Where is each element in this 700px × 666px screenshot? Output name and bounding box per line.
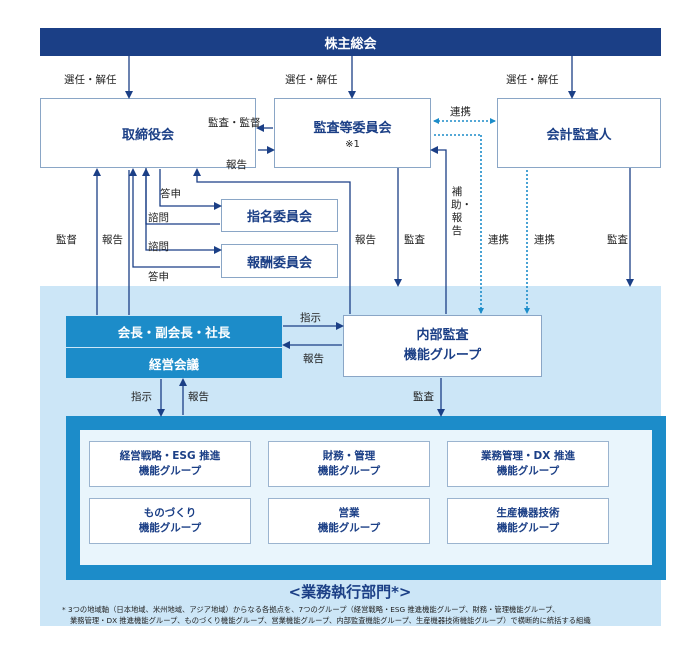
unit-manufacturing: ものづくり 機能グループ [89, 498, 251, 544]
label-cooperation-1: 連携 [488, 234, 509, 246]
label-audit-supervise: 監査・監督 [208, 117, 261, 129]
unit-line1: 業務管理・DX 推進 [481, 450, 575, 462]
label-instruct-down: 指示 [131, 391, 152, 403]
arrow-consult-1 [159, 169, 222, 210]
unit-line2: 機能グループ [317, 465, 381, 477]
unit-line2: 機能グループ [496, 465, 560, 477]
footnote-line1: * 3つの地域軸（日本地域、米州地域、アジア地域）からなる各拠点を、7つのグルー… [62, 605, 560, 614]
label-audit-right: 監査 [607, 234, 628, 246]
nomination-committee-box: 指名委員会 [221, 199, 338, 232]
unit-sales: 営業 機能グループ [268, 498, 430, 544]
unit-finance-admin: 財務・管理 機能グループ [268, 441, 430, 487]
internal-audit-line2: 機能グループ [403, 348, 482, 363]
label-report-board: 報告 [226, 159, 247, 171]
arrow-answer-2 [129, 168, 220, 268]
arrow-report-mid [193, 168, 351, 314]
unit-production-equipment: 生産機器技術 機能グループ [447, 498, 609, 544]
label-assist-report: 補助・報告 [451, 186, 472, 237]
nomination-committee-label: 指名委員会 [246, 210, 312, 225]
compensation-committee-label: 報酬委員会 [246, 255, 312, 271]
shareholders-meeting-bar: 株主総会 [40, 28, 661, 56]
management-meeting-box: 経営会議 [66, 348, 282, 378]
label-consult-2: 諮問 [148, 241, 169, 253]
label-elect-auditor: 選任・解任 [506, 74, 559, 86]
unit-line2: 機能グループ [138, 522, 202, 534]
label-consult-1: 諮問 [148, 212, 169, 224]
arrow-assist-report [430, 146, 447, 314]
label-report-up: 報告 [188, 391, 209, 403]
board-label: 取締役会 [121, 127, 174, 143]
unit-line2: 機能グループ [496, 522, 560, 534]
label-audit-down: 監査 [413, 391, 434, 403]
label-answer-2: 答申 [148, 271, 169, 283]
label-elect-board: 選任・解任 [64, 74, 117, 86]
accounting-auditor-box: 会計監査人 [497, 98, 661, 168]
business-execution-title: <業務執行部門*> [288, 583, 412, 601]
label-supervise: 監督 [56, 234, 77, 246]
unit-line2: 機能グループ [317, 522, 381, 534]
label-report-inner: 報告 [303, 353, 324, 365]
internal-audit-line1: 内部監査 [416, 328, 469, 343]
label-instruct-right: 指示 [300, 312, 321, 324]
audit-committee-note: ※1 [345, 138, 360, 150]
label-cooperation-2: 連携 [534, 234, 555, 246]
unit-line1: 財務・管理 [322, 450, 376, 462]
arrow-consult-2 [145, 168, 222, 254]
footnote-line2: 業務管理・DX 推進機能グループ、ものづくり機能グループ、営業機能グループ、内部… [70, 616, 591, 625]
unit-operations-dx: 業務管理・DX 推進 機能グループ [447, 441, 609, 487]
internal-audit-group-box: 内部監査 機能グループ [343, 315, 542, 377]
compensation-committee-box: 報酬委員会 [221, 244, 338, 278]
board-of-directors-box: 取締役会 [40, 98, 256, 168]
unit-line1: ものづくり [143, 507, 197, 519]
label-report-mid: 報告 [355, 234, 376, 246]
unit-line1: 生産機器技術 [496, 507, 560, 519]
unit-line1: 営業 [338, 507, 360, 519]
unit-line1: 経営戦略・ESG 推進 [119, 450, 221, 462]
audit-committee-label: 監査等委員会 [313, 120, 392, 136]
unit-line2: 機能グループ [138, 465, 202, 477]
chairman-president-box: 会長・副会長・社長 [66, 316, 282, 347]
accounting-auditor-label: 会計監査人 [546, 127, 612, 143]
audit-committee-box: 監査等委員会 ※1 [274, 98, 431, 168]
label-report-left: 報告 [102, 234, 123, 246]
label-cooperation-top: 連携 [450, 106, 471, 118]
label-elect-audit: 選任・解任 [285, 74, 338, 86]
unit-strategy-esg: 経営戦略・ESG 推進 機能グループ [89, 441, 251, 487]
label-audit-mid: 監査 [404, 234, 425, 246]
footnote: * 3つの地域軸（日本地域、米州地域、アジア地域）からなる各拠点を、7つのグルー… [62, 604, 682, 626]
label-answer-1: 答申 [160, 188, 181, 200]
